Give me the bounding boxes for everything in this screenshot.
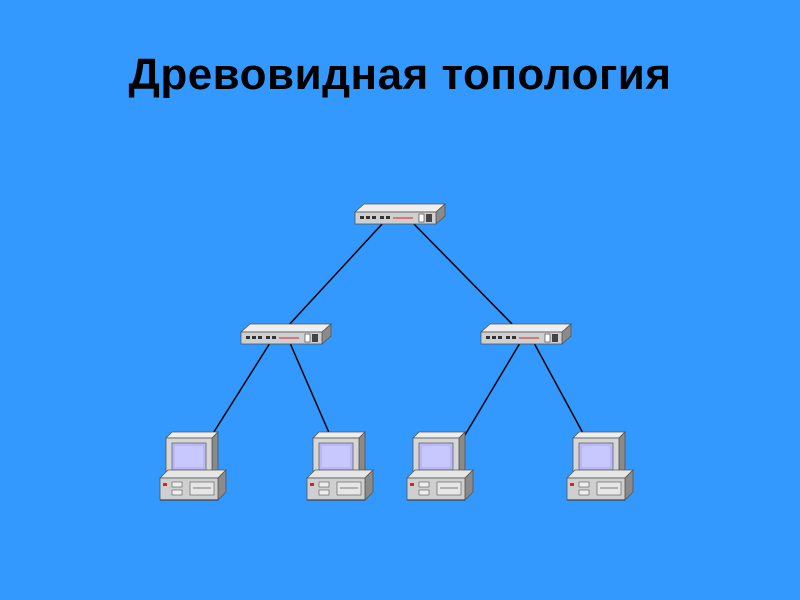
connections	[211, 221, 585, 436]
link-right-pc3	[464, 342, 521, 436]
link-right-pc4	[533, 342, 585, 436]
desktop-computer-icon	[306, 431, 374, 501]
desktop-computer-icon	[159, 431, 227, 501]
link-left-pc2	[289, 342, 331, 436]
link-root-right	[411, 221, 516, 328]
network-hub-icon	[240, 323, 332, 345]
link-root-left	[286, 221, 385, 328]
network-hub-icon	[480, 323, 572, 345]
desktop-computer-icon	[406, 431, 474, 501]
link-left-pc1	[211, 342, 271, 436]
slide-title: Древовидная топология	[128, 50, 672, 99]
desktop-computer-icon	[566, 431, 634, 501]
network-hub-icon	[354, 203, 446, 225]
